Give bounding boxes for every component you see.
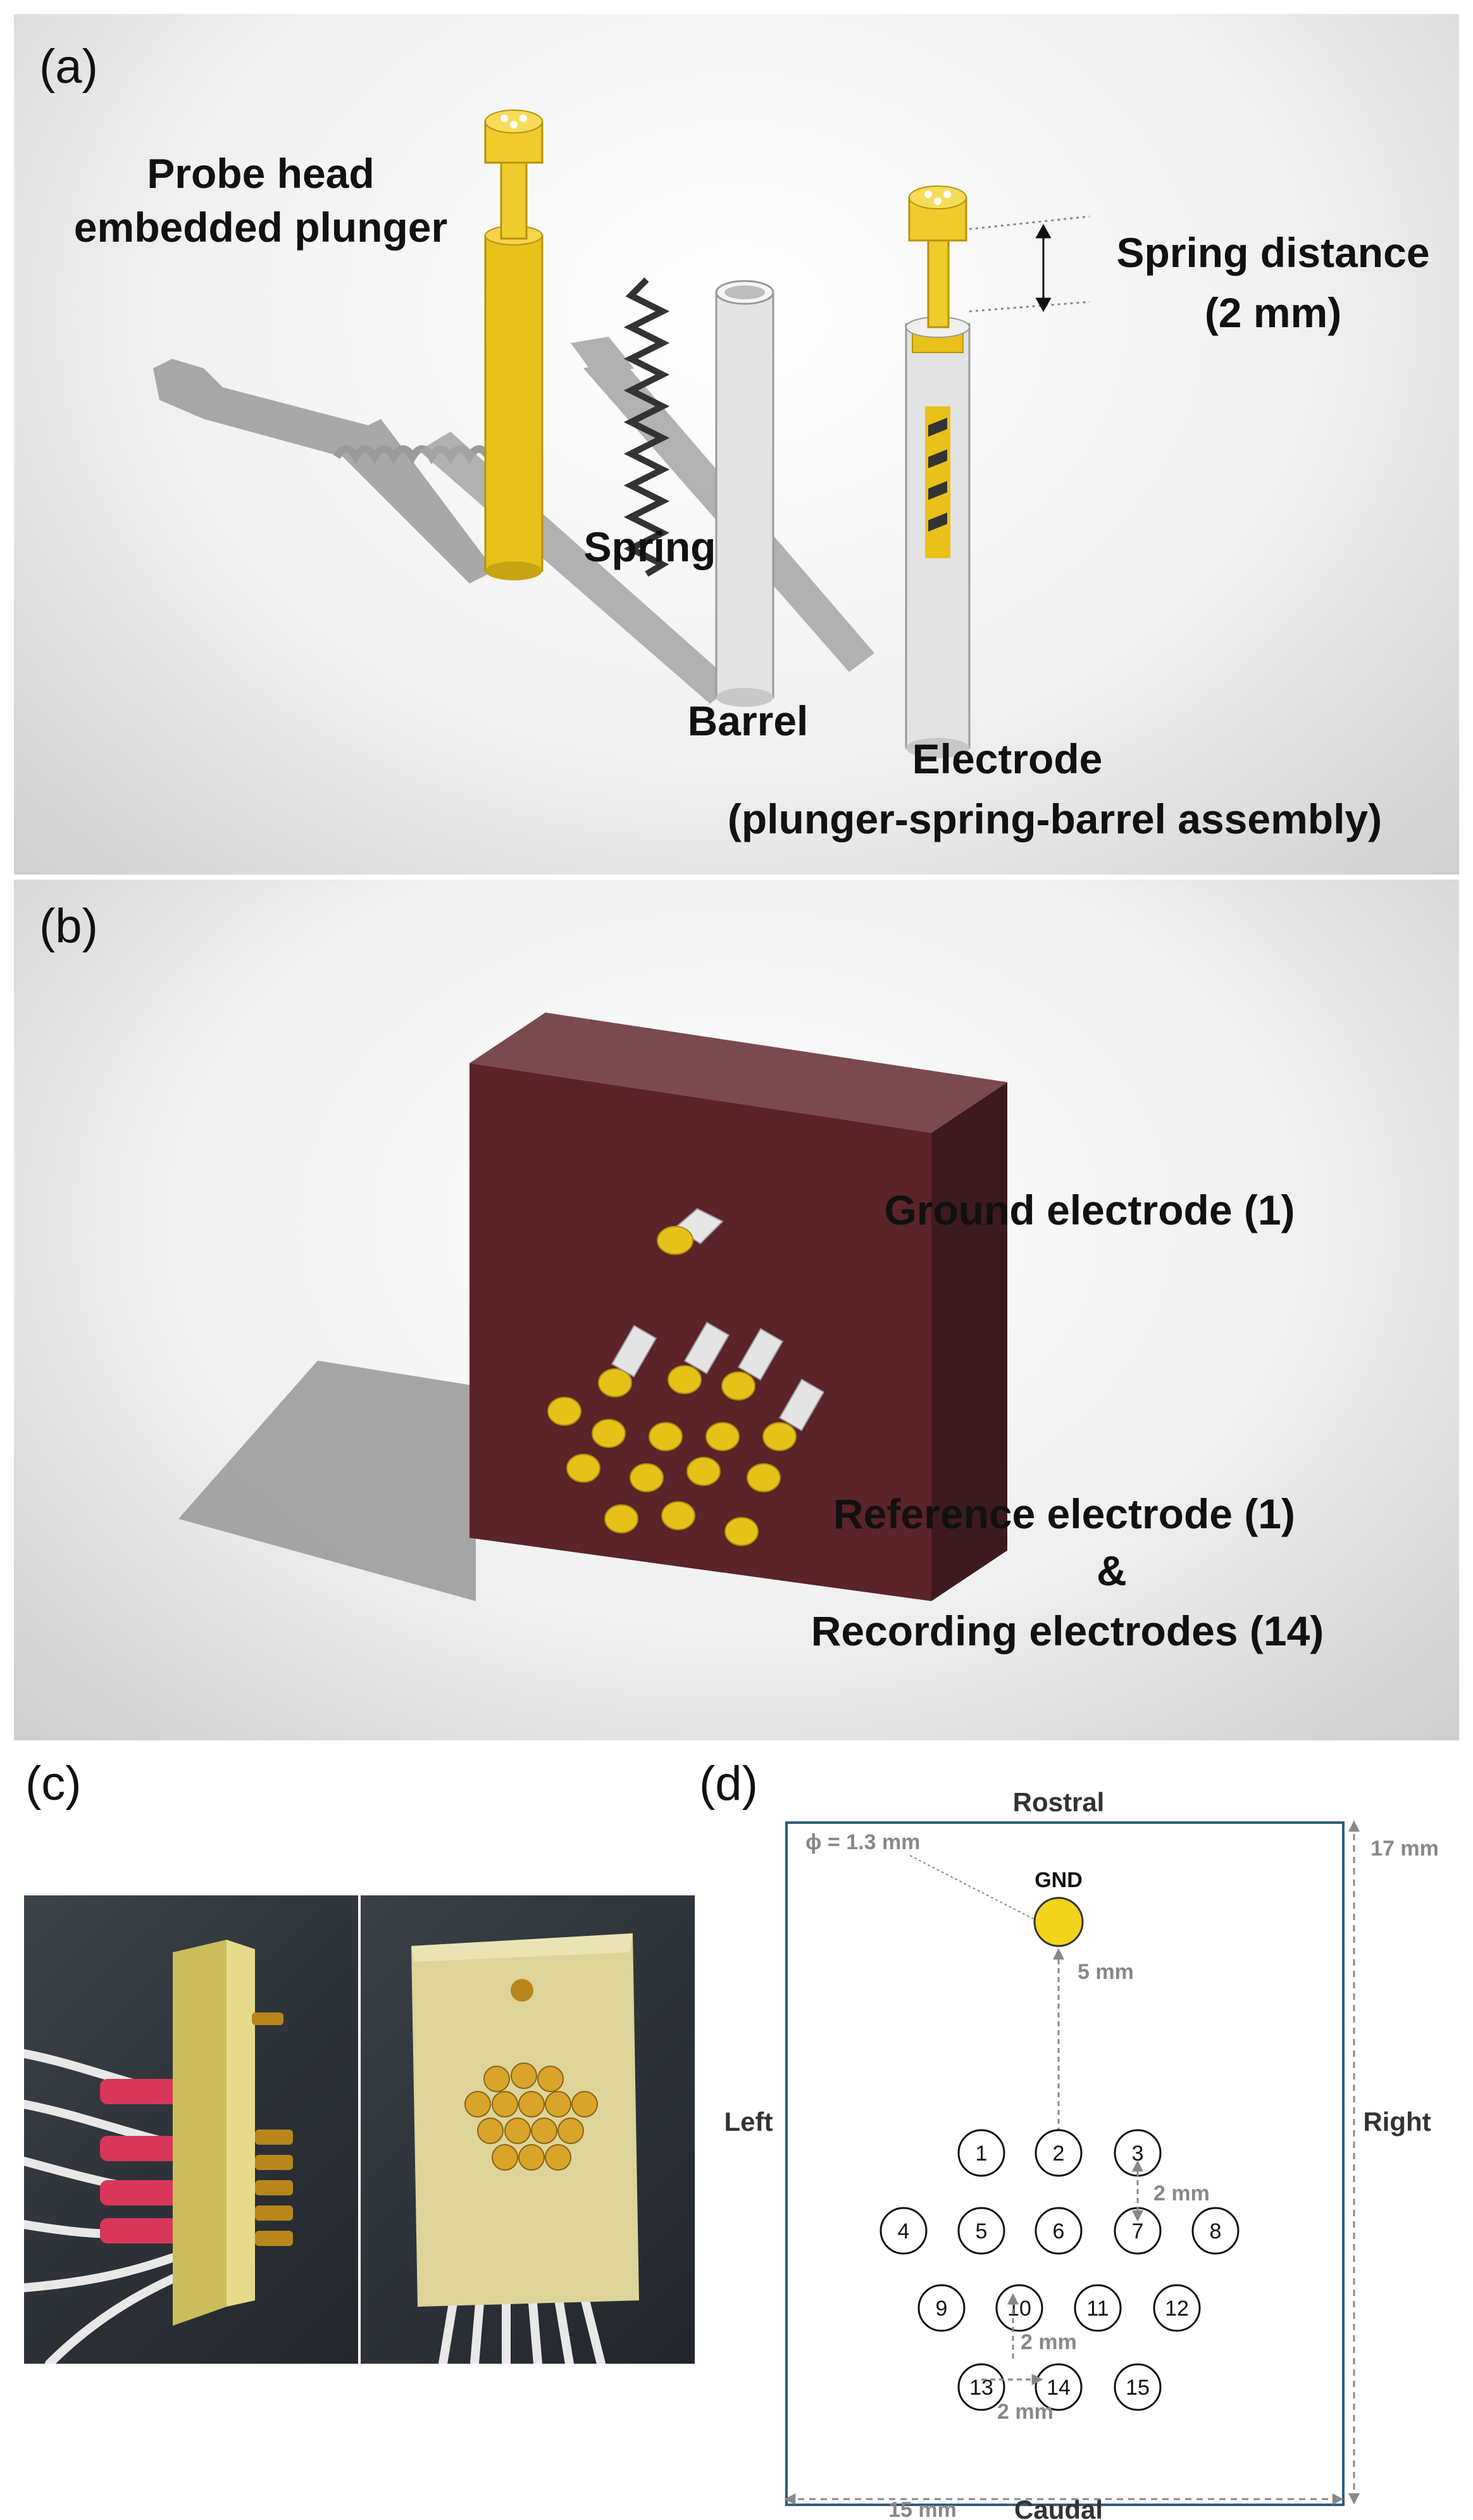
gnd-label: GND: [1035, 1868, 1083, 1892]
ampersand: &: [1097, 1547, 1127, 1594]
gnd-electrode: [1033, 1897, 1084, 1947]
panel-a: (a): [14, 14, 1459, 875]
panel-b-letter: (b): [39, 899, 98, 953]
electrode-5: [957, 2207, 1005, 2255]
electrode-label-14: 14: [1047, 2376, 1071, 2400]
panel-a-letter: (a): [39, 40, 98, 94]
vertical-spacing: 2 mm: [1153, 2181, 1210, 2205]
panel-c-letter: (c): [25, 1757, 82, 1811]
horizontal-spacing: 2 mm: [997, 2400, 1053, 2424]
panel-d-letter: (d): [699, 1757, 758, 1811]
spring-distance-line2: (2 mm): [1205, 289, 1341, 336]
electrode-label-4: 4: [898, 2219, 910, 2243]
recording-electrodes-3d: [547, 1365, 797, 1546]
probe-label-line2: embedded plunger: [74, 204, 447, 251]
probe-label-line1: Probe head: [147, 150, 374, 197]
electrode-label-line2: (plunger-spring-barrel assembly): [728, 795, 1382, 842]
diameter-leader: [909, 1855, 1034, 1919]
electrode-12: [1153, 2284, 1201, 2332]
front-view-photo: [411, 1933, 639, 2364]
right-label: Right: [1363, 2107, 1431, 2136]
rostral-label: Rostral: [1013, 1787, 1105, 1817]
panel-a-illustration: Probe head embedded plunger Spring dista…: [74, 109, 1430, 842]
electrode-array-3d: [657, 1207, 724, 1255]
electrode-label-1: 1: [976, 2142, 988, 2166]
electrode-11: [1074, 2284, 1122, 2332]
electrode-label-12: 12: [1165, 2297, 1189, 2321]
electrode-label-6: 6: [1053, 2219, 1065, 2243]
gnd-distance: 5 mm: [1078, 1960, 1134, 1984]
panel-b-illustration: Ground electrode (1) Reference electrode…: [178, 1013, 1324, 1654]
shadow-plunger: [153, 359, 495, 583]
electrode-label-11: 11: [1086, 2297, 1109, 2321]
electrode-label-3: 3: [1132, 2142, 1144, 2166]
electrode-label-line1: Electrode: [912, 735, 1103, 782]
electrode-9: [917, 2284, 966, 2332]
panel-c-photo-right: [361, 1895, 695, 2364]
electrode-label-7: 7: [1132, 2219, 1144, 2243]
electrode-15: [1114, 2363, 1162, 2411]
width-dimension: 15 mm: [888, 2498, 957, 2520]
ground-electrode-3d: [657, 1207, 724, 1255]
height-dimension: 17 mm: [1370, 1837, 1439, 1861]
diag-spacing: 2 mm: [1021, 2330, 1077, 2354]
electrode-label-5: 5: [976, 2219, 988, 2243]
side-view-photo: [24, 1940, 293, 2364]
electrode-label-2: 2: [1053, 2142, 1065, 2166]
panel-b: (b): [14, 880, 1459, 1740]
electrode-6: [1035, 2207, 1083, 2255]
ground-label: Ground electrode (1): [884, 1187, 1295, 1233]
electrode-barrels-3d: [611, 1321, 825, 1432]
spring: [623, 277, 670, 577]
electrode-layout-diagram: Rostral Caudal Left Right 17 mm 15 mm ϕ …: [724, 1787, 1439, 2520]
electrode-8: [1191, 2207, 1240, 2255]
electrode-2: [1035, 2129, 1083, 2177]
electrode-assembly: [905, 185, 971, 758]
electrode-1: [957, 2129, 1005, 2177]
electrode-label-9: 9: [936, 2297, 948, 2321]
barrel-label: Barrel: [688, 697, 809, 744]
electrode-4: [879, 2207, 928, 2255]
electrode-label-8: 8: [1210, 2219, 1222, 2243]
reference-label: Reference electrode (1): [833, 1490, 1295, 1537]
electrode-label-15: 15: [1126, 2376, 1150, 2400]
diameter-label: ϕ = 1.3 mm: [805, 1830, 920, 1854]
electrode-label-10: 10: [1007, 2297, 1031, 2321]
recording-label: Recording electrodes (14): [811, 1607, 1324, 1654]
barrel: [715, 280, 774, 707]
spring-label: Spring: [584, 523, 716, 570]
spring-distance-marker: [969, 215, 1090, 313]
left-label: Left: [724, 2107, 773, 2136]
electrode-13: [957, 2363, 1005, 2411]
spring-distance-line1: Spring distance: [1116, 229, 1429, 276]
panel-c-photo-left: [24, 1895, 358, 2364]
block-shadow: [178, 1361, 476, 1601]
plunger: [484, 109, 544, 580]
electrode-14: [1035, 2363, 1083, 2411]
board-outline: [785, 1821, 1345, 2506]
